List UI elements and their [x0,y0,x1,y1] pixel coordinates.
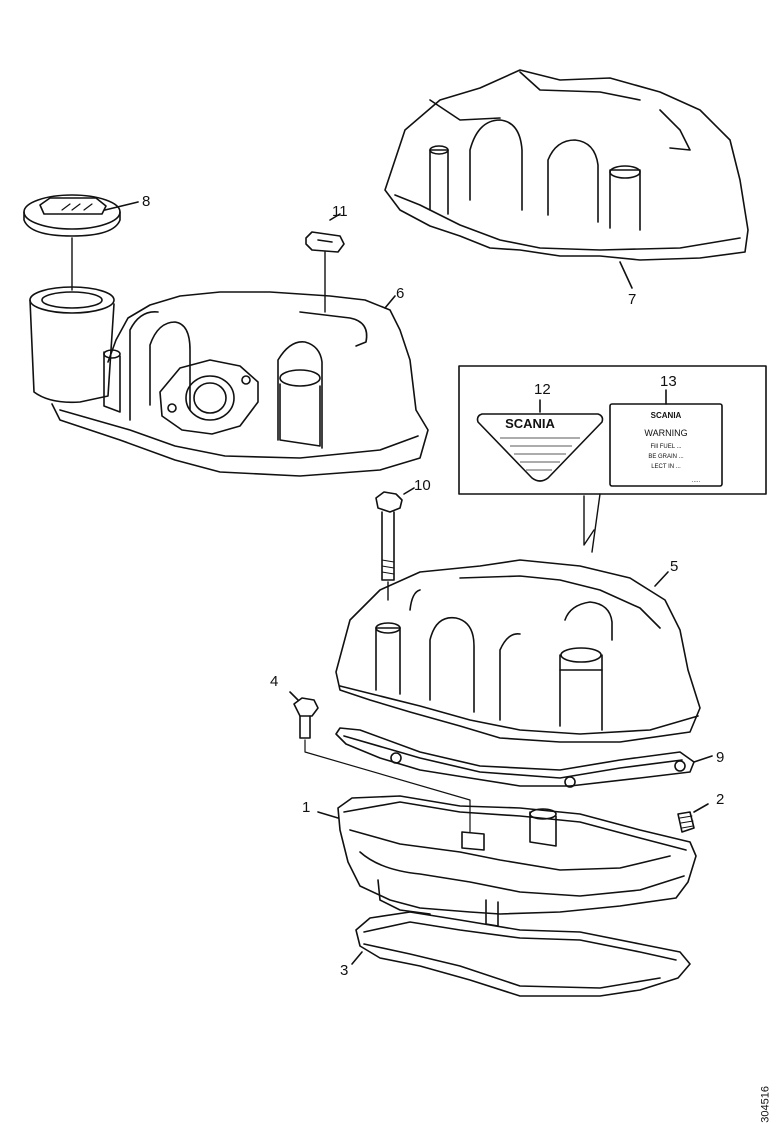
leader-line-7 [619,261,633,289]
left-label-fine-print [500,437,580,471]
lower-cover-part-1 [337,795,697,927]
right-label-footer: ..... [692,478,701,484]
right-label-line-2: Fill FUEL ... [650,444,681,450]
right-label-line-4: LECT IN ... [651,464,681,470]
callout-5: 5 [670,558,678,575]
callout-9: 9 [716,749,724,766]
leader-line-5 [654,571,669,587]
callout-10: 10 [414,477,431,494]
leader-line-1 [317,811,339,819]
bolt-part-10 [375,491,403,581]
right-label-brand: SCANIA [651,411,682,420]
valve-cover-part-5 [335,559,701,743]
callout-4: 4 [270,673,278,690]
bolt-part-4 [293,697,319,739]
callout-2: 2 [716,791,724,808]
warning-label-part-12 [476,413,604,482]
leader-line-9 [693,755,713,763]
leader-line-3 [351,951,363,965]
leader-line-4-path [304,739,471,833]
spring-part-2 [677,811,695,833]
callout-7: 7 [628,291,636,308]
leader-line-8 [104,201,139,211]
right-label-line-1: WARNING [644,428,687,438]
left-label-brand: SCANIA [505,416,555,431]
oil-filler-cap-part-8 [23,194,121,237]
valve-cover-part-6 [29,286,429,477]
callout-6: 6 [396,285,404,302]
callout-8: 8 [142,193,150,210]
callout-12: 12 [534,381,551,398]
exploded-parts-diagram: SCANIA SCANIA WARNING Fill FUEL ... BE G… [23,69,767,997]
callout-13: 13 [660,373,677,390]
valve-cover-part-7 [384,69,749,261]
reference-code: 304516 [760,1086,772,1123]
callout-3: 3 [340,962,348,979]
gasket-part-3 [355,911,691,997]
leader-line-10 [403,487,415,495]
clip-part-11 [305,231,345,253]
gasket-part-9 [335,727,695,788]
leader-line-11 [329,213,341,221]
label-detail-box [458,365,767,553]
callout-1: 1 [302,799,310,816]
leader-line-2 [693,803,709,813]
leader-line-6 [384,295,396,309]
right-label-line-3: BE GRAIN ... [648,454,684,460]
callout-11: 11 [332,203,348,220]
leader-line-4 [289,691,299,701]
